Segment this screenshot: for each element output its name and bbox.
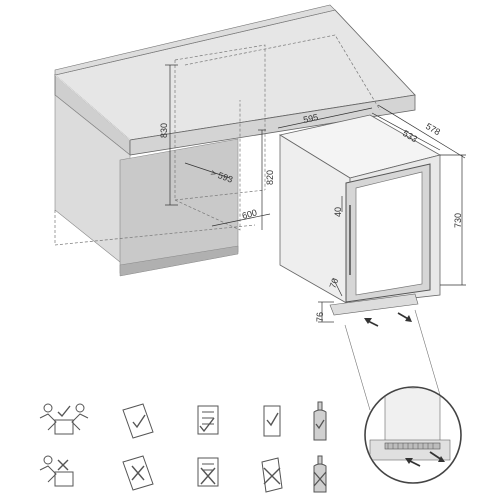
checklist-ok-icon <box>197 405 219 435</box>
two-person-lift-ok-icon <box>39 403 89 435</box>
bottle-no-icon <box>313 455 327 493</box>
dim-unit-top: 595 533 578 <box>277 104 466 159</box>
icon-row-allowed <box>39 401 327 441</box>
dim-unit-height: 820 <box>258 129 275 230</box>
dim-gap-top: 40 <box>333 196 343 217</box>
manual-ok-icon <box>122 403 154 439</box>
countertop <box>54 9 416 156</box>
manual-no-icon <box>122 455 154 491</box>
backsplash <box>54 4 336 76</box>
left-cabinet <box>54 94 239 277</box>
label-830: 830 <box>159 123 169 138</box>
single-person-lift-no-icon <box>39 455 74 487</box>
label-595: 595 <box>302 112 319 125</box>
label-70: 70 <box>327 277 340 290</box>
label-600: 600 <box>241 207 258 221</box>
label-820: 820 <box>265 170 275 185</box>
bottle-ok-icon <box>313 401 327 441</box>
zoom-detail <box>364 386 462 484</box>
dim-niche-depth: 600 <box>211 207 271 227</box>
checklist-no-icon <box>197 457 219 487</box>
zoom-leaders <box>344 309 441 411</box>
airflow-arrows <box>364 312 412 327</box>
dim-base: 76 <box>315 301 334 323</box>
label-40: 40 <box>333 207 343 217</box>
dim-unit-total-height: 730 <box>440 154 466 286</box>
label-76: 76 <box>315 312 325 322</box>
dim-plinth: 70 <box>327 277 343 297</box>
dim-cabinet-height: 830 <box>159 64 178 206</box>
upright-ok-icon <box>263 405 281 437</box>
icon-row-forbidden <box>39 455 327 493</box>
niche-outline <box>54 34 381 246</box>
tilted-no-icon <box>261 457 283 493</box>
label-730: 730 <box>453 213 463 228</box>
wine-cooler <box>278 114 442 316</box>
